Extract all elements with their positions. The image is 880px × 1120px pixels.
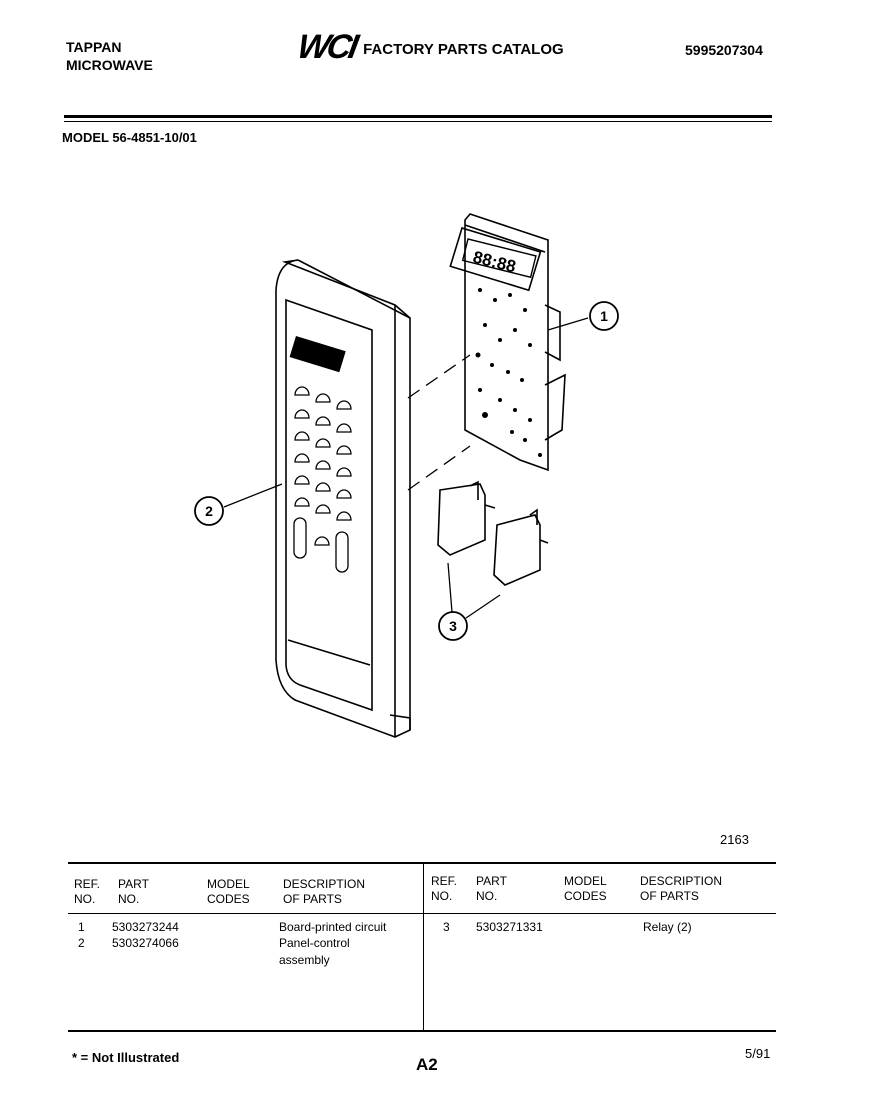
page-number: A2 xyxy=(416,1055,438,1074)
circuit-board-outline xyxy=(464,213,549,472)
cell-ref: 1 xyxy=(78,920,85,934)
table-row: 3 xyxy=(443,919,450,935)
callout-2-label: 2 xyxy=(205,503,213,519)
relay-left xyxy=(437,483,486,556)
cell-part: 5303273244 xyxy=(112,920,179,934)
brand-line-1: TAPPAN xyxy=(66,39,122,55)
th-left-model: MODEL CODES xyxy=(207,877,250,906)
th-left-ref: REF. NO. xyxy=(74,877,101,906)
not-illustrated-note: * = Not Illustrated xyxy=(72,1050,180,1065)
header-rule-thin xyxy=(64,121,772,122)
catalog-number: 5995207304 xyxy=(685,42,763,58)
table-row: 1 xyxy=(78,919,85,935)
figure-number: 2163 xyxy=(720,832,749,847)
callout-3-label: 3 xyxy=(449,618,457,634)
callout-1: 1 xyxy=(589,301,619,331)
board-display-text: 88:88 xyxy=(471,247,518,276)
th-right-desc: DESCRIPTION OF PARTS xyxy=(640,874,723,903)
leader-lines xyxy=(223,317,589,619)
table-top-rule xyxy=(68,862,776,864)
cell-part: 5303274066 xyxy=(112,936,179,950)
board-components xyxy=(475,288,542,457)
header-rule-thick xyxy=(64,115,772,118)
brand-block: TAPPAN MICROWAVE xyxy=(66,38,153,74)
cell-desc-continued: assembly xyxy=(279,953,330,967)
table-row: 2 xyxy=(78,935,85,951)
cell-ref: 2 xyxy=(78,936,85,950)
display-digits xyxy=(461,238,537,279)
catalog-date: 5/91 xyxy=(745,1046,771,1061)
panel-keypad xyxy=(289,336,352,573)
cell-part: 5303271331 xyxy=(476,920,543,934)
table-header-rule xyxy=(68,913,776,914)
control-panel-face xyxy=(285,298,373,712)
th-right-ref: REF. NO. xyxy=(431,874,458,903)
catalog-title: FACTORY PARTS CATALOG xyxy=(363,40,564,58)
th-right-model: MODEL CODES xyxy=(564,874,607,903)
callout-3: 3 xyxy=(438,611,468,641)
control-panel-outline xyxy=(275,259,411,738)
cell-desc: Board-printed circuit xyxy=(279,920,387,934)
callout-1-label: 1 xyxy=(600,308,608,324)
model-label: MODEL 56-4851-10/01 xyxy=(62,130,197,145)
cell-desc: Panel-control xyxy=(279,936,350,950)
cell-desc: Relay (2) xyxy=(643,920,692,934)
th-left-desc: DESCRIPTION OF PARTS xyxy=(283,877,366,906)
relay-right xyxy=(493,514,541,586)
header-center: WCI FACTORY PARTS CATALOG xyxy=(295,28,564,66)
exploded-diagram: 88:88 xyxy=(194,213,619,738)
alignment-lines xyxy=(407,354,471,491)
brand-line-2: MICROWAVE xyxy=(66,57,153,73)
callout-2: 2 xyxy=(194,496,224,526)
cell-ref: 3 xyxy=(443,920,450,934)
table-column-divider xyxy=(423,863,424,1031)
table-bottom-rule xyxy=(68,1030,776,1032)
th-right-part: PART NO. xyxy=(476,874,507,903)
th-left-part: PART NO. xyxy=(118,877,149,906)
